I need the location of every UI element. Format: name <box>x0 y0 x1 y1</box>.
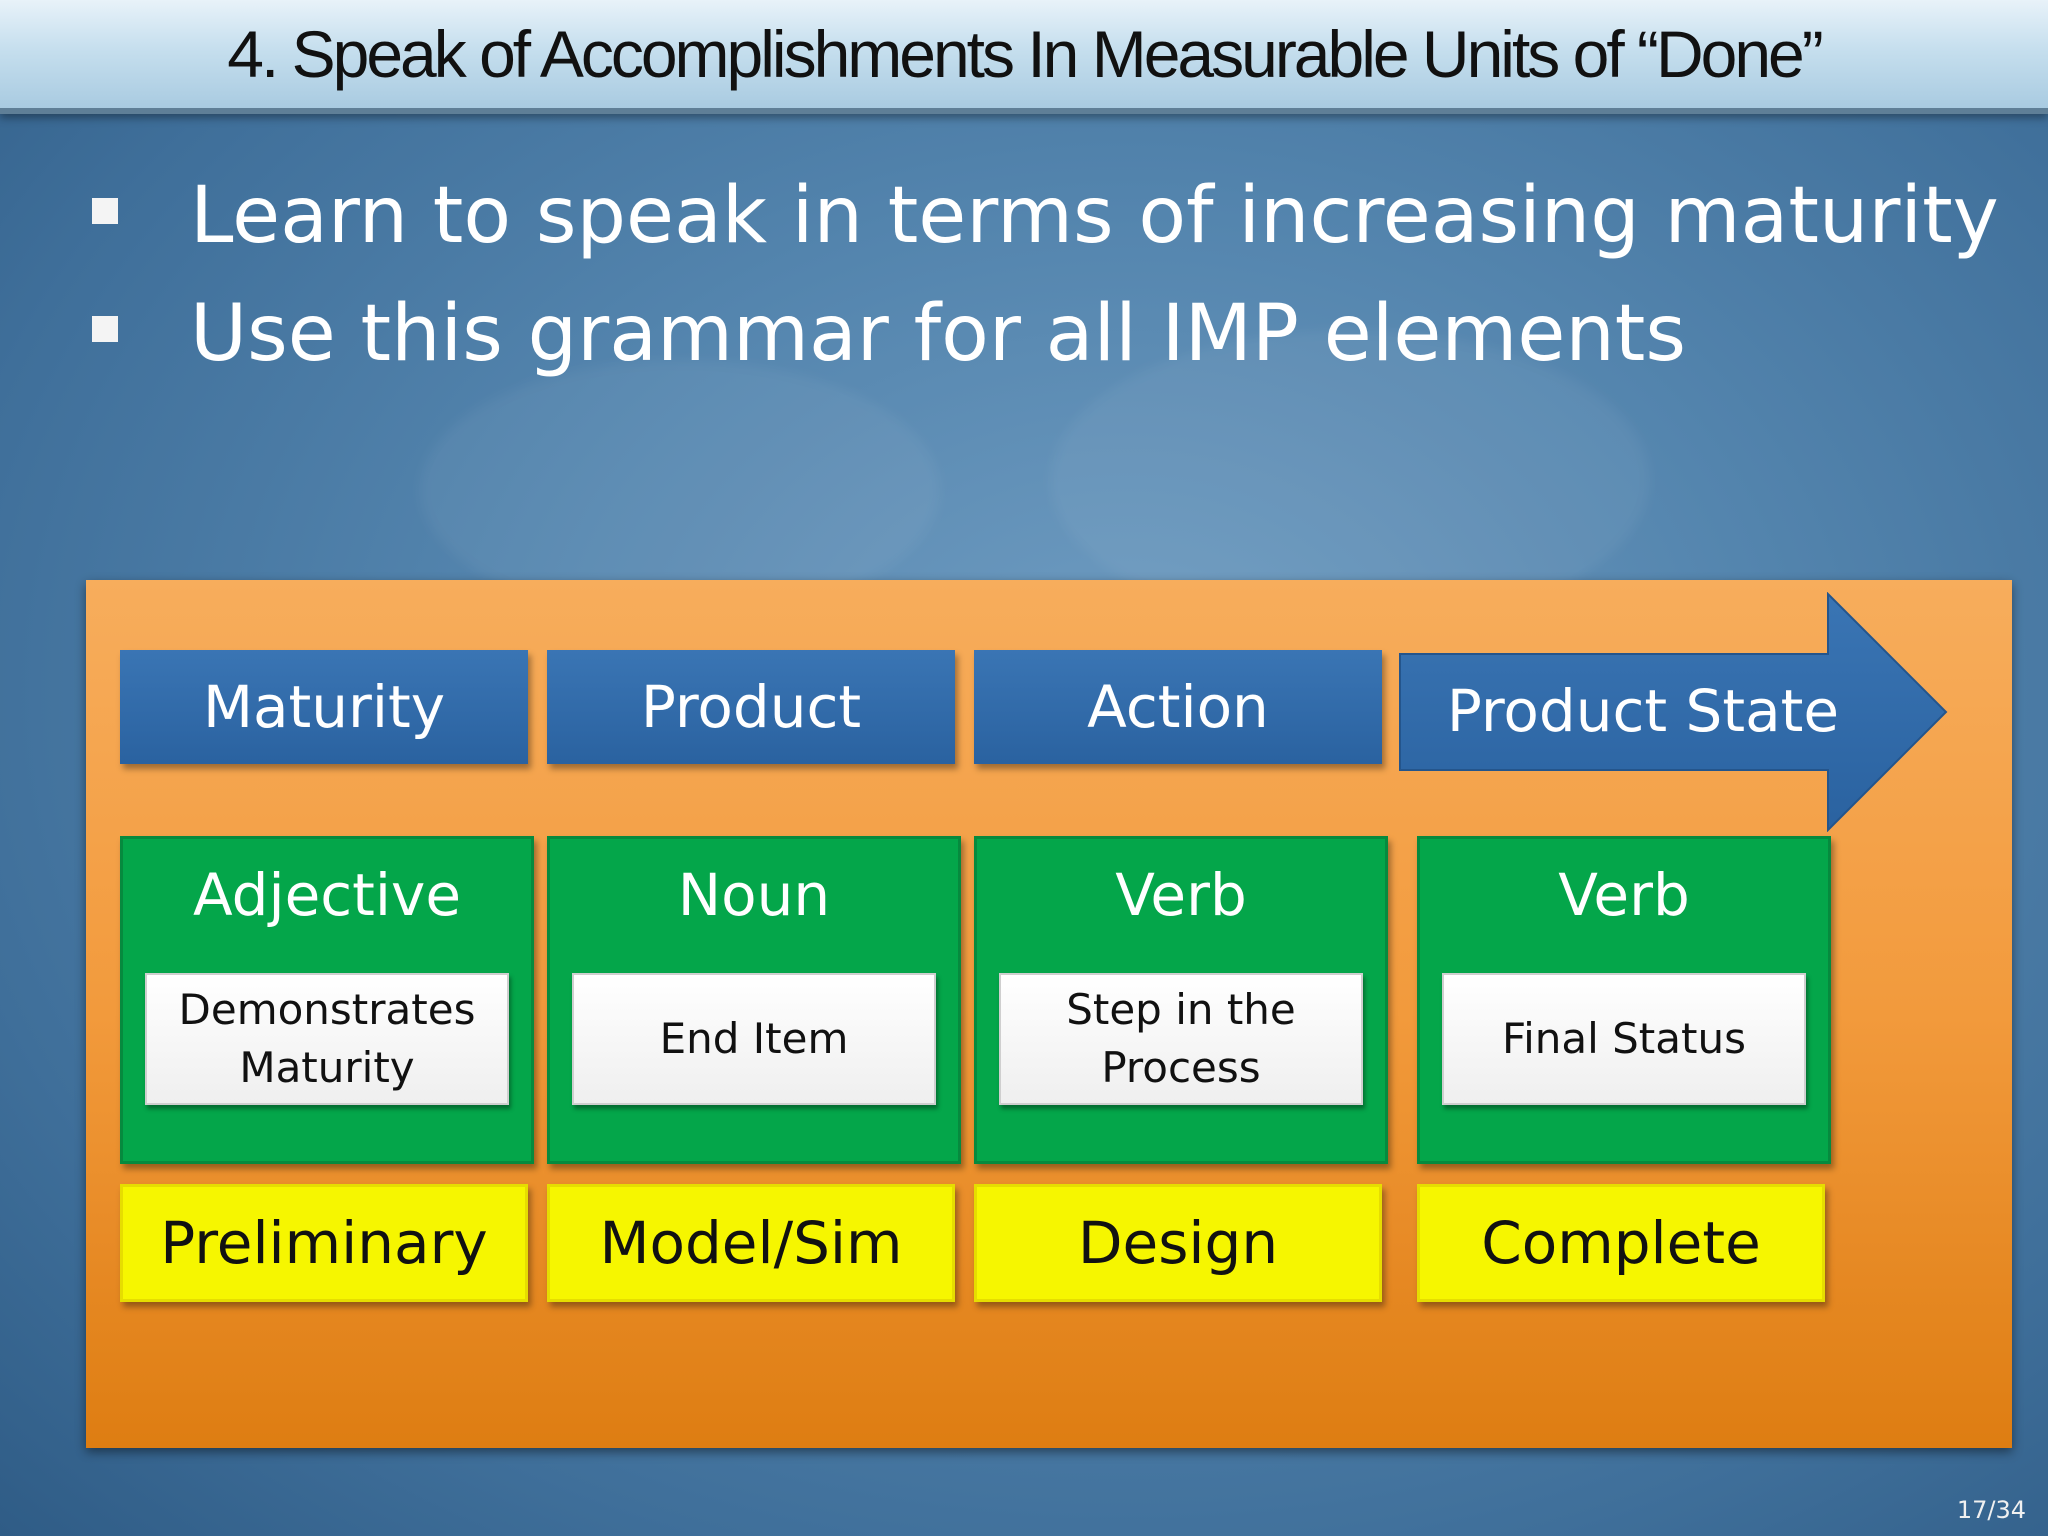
part-of-speech-label: Noun <box>677 861 831 929</box>
description-box: Demonstrates Maturity <box>145 973 509 1105</box>
title-bar: 4. Speak of Accomplishments In Measurabl… <box>0 0 2048 114</box>
part-of-speech-box: Verb Final Status <box>1417 836 1831 1164</box>
bullet-square-icon <box>92 316 118 342</box>
part-of-speech-label: Verb <box>1558 861 1690 929</box>
header-product-state: Product State <box>1446 677 1840 745</box>
product-state-arrow <box>1399 592 1948 832</box>
header-action: Action <box>974 650 1382 764</box>
example-box: Complete <box>1417 1184 1825 1302</box>
bullet-text: Use this grammar for all IMP elements <box>190 289 1687 379</box>
example-box: Design <box>974 1184 1382 1302</box>
bullet-list: Learn to speak in terms of increasing ma… <box>92 168 1999 404</box>
page-number: 17/34 <box>1956 1496 2026 1524</box>
example-box: Model/Sim <box>547 1184 955 1302</box>
part-of-speech-label: Adjective <box>192 861 462 929</box>
description-box: Step in the Process <box>999 973 1363 1105</box>
part-of-speech-box: Verb Step in the Process <box>974 836 1388 1164</box>
header-maturity: Maturity <box>120 650 528 764</box>
bullet-text: Learn to speak in terms of increasing ma… <box>190 171 1999 261</box>
part-of-speech-box: Adjective Demonstrates Maturity <box>120 836 534 1164</box>
bullet-item: Use this grammar for all IMP elements <box>92 286 1992 404</box>
description-box: Final Status <box>1442 973 1806 1105</box>
part-of-speech-label: Verb <box>1115 861 1247 929</box>
background-map-shape <box>420 360 940 620</box>
part-of-speech-box: Noun End Item <box>547 836 961 1164</box>
bullet-item: Learn to speak in terms of increasing ma… <box>92 168 1999 286</box>
header-product: Product <box>547 650 955 764</box>
slide-title: 4. Speak of Accomplishments In Measurabl… <box>227 17 1824 91</box>
example-box: Preliminary <box>120 1184 528 1302</box>
description-box: End Item <box>572 973 936 1105</box>
bullet-square-icon <box>92 198 118 224</box>
